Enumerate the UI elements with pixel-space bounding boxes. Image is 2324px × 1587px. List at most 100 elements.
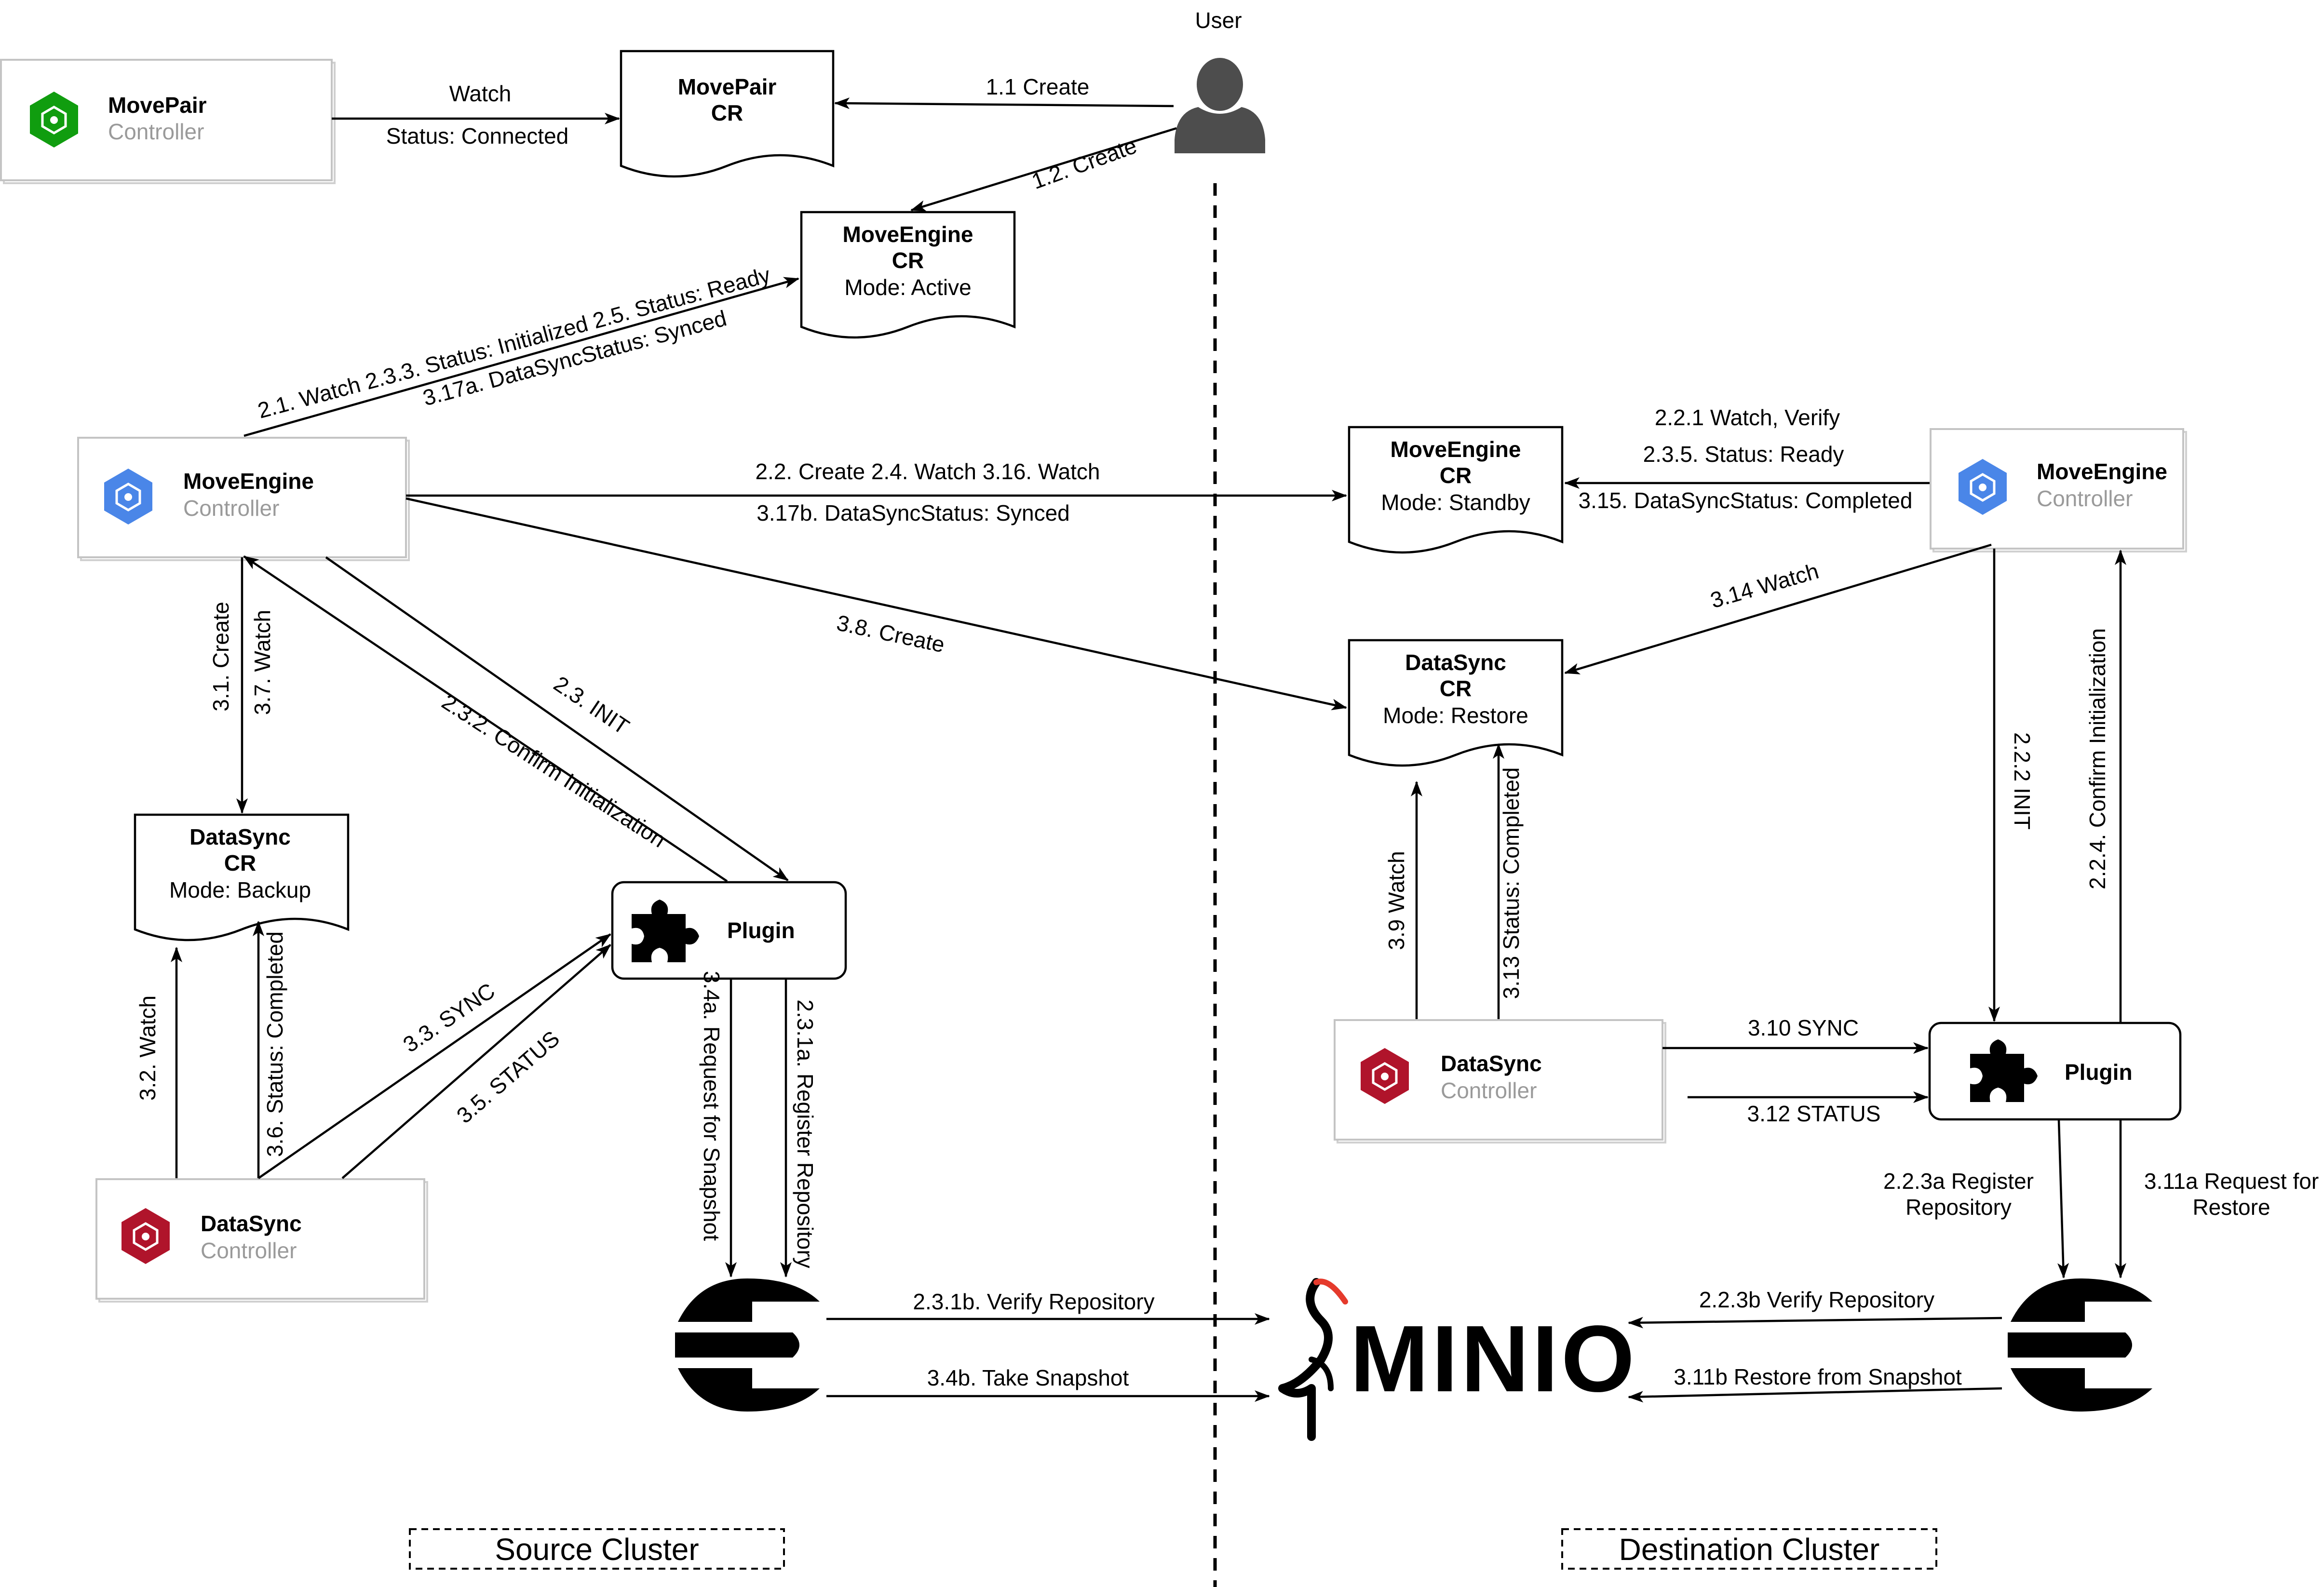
label-dst-sync-completed: 3.15. DataSyncStatus: Completed <box>1579 488 1913 513</box>
datasync-controller-destination-icon <box>1361 1048 1409 1104</box>
movepair-controller[interactable]: MovePair Controller <box>0 59 336 184</box>
label-watch-3-2: 3.2. Watch <box>135 995 160 1101</box>
label-init-2-3: 2.3. INIT <box>549 671 634 740</box>
label-moveengine-create-top: 2.2. Create 2.4. Watch 3.16. Watch <box>755 459 1100 484</box>
puzzle-piece-icon <box>632 900 699 962</box>
edge-create-datasync-restore <box>405 497 1347 711</box>
moveengine-controller-destination-name: MoveEngine <box>2037 459 2167 484</box>
edge-verify-repository-dst <box>1628 1317 2002 1329</box>
datasync-controller-source-sub: Controller <box>201 1238 297 1263</box>
destination-cluster-label: Destination Cluster <box>1619 1532 1880 1567</box>
movepair-cr[interactable]: MovePair CR <box>620 50 835 178</box>
edge-status-source <box>341 944 611 1179</box>
label-register-repository-dst-a: 2.2.3a Register <box>1883 1169 2034 1194</box>
edge-sync-source <box>257 933 611 1179</box>
edge-init <box>325 556 789 881</box>
movepair-cr-line1: MovePair <box>678 74 777 99</box>
label-init-2-2-2: 2.2.2 INIT <box>2010 732 2035 830</box>
datasync-cr-restore[interactable]: DataSync CR Mode: Restore <box>1348 639 1564 767</box>
minio-logo: MINIO <box>1278 1278 1637 1441</box>
moveengine-cr-standby-mode: Mode: Standby <box>1381 490 1530 515</box>
label-create-3-8: 3.8. Create <box>835 610 947 657</box>
user-icon <box>1175 58 1265 153</box>
moveengine-cr-standby-line2: CR <box>1440 463 1472 488</box>
label-dst-watch-verify: 2.2.1 Watch, Verify <box>1655 405 1840 430</box>
label-watch-3-14: 3.14 Watch <box>1707 558 1821 613</box>
datasync-cr-backup[interactable]: DataSync CR Mode: Backup <box>134 813 350 941</box>
edge-confirm-initialization <box>243 555 728 882</box>
moveengine-controller-destination[interactable]: MoveEngine Controller <box>1930 428 2187 552</box>
edge-user-create-moveengine <box>910 127 1177 212</box>
label-register-repository: 2.3.1a. Register Repository <box>793 999 818 1268</box>
moveengine-controller-source-icon <box>104 469 152 525</box>
storage-source-icon <box>675 1278 820 1412</box>
label-status-3-5: 3.5. STATUS <box>452 1026 564 1129</box>
movepair-controller-name: MovePair <box>108 93 207 118</box>
datasync-controller-source-icon <box>122 1208 170 1264</box>
datasync-cr-restore-line1: DataSync <box>1405 650 1506 675</box>
label-create-3-1: 3.1. Create <box>208 602 233 712</box>
edge-user-create-movepair <box>834 97 1174 109</box>
movepair-cr-line2: CR <box>711 100 743 125</box>
label-watch-3-9: 3.9 Watch <box>1384 851 1409 950</box>
minio-wordmark: MINIO <box>1350 1306 1637 1412</box>
moveengine-controller-destination-icon <box>1959 459 2007 515</box>
plugin-source[interactable]: Plugin <box>611 881 847 980</box>
plugin-destination[interactable]: Plugin <box>1928 1022 2182 1121</box>
datasync-cr-restore-mode: Mode: Restore <box>1383 703 1528 728</box>
moveengine-controller-source-name: MoveEngine <box>183 469 314 494</box>
user-label: User <box>1195 8 1242 33</box>
label-create-1-2: 1.2. Create <box>1028 133 1140 194</box>
label-status-connected: Status: Connected <box>386 123 568 148</box>
datasync-cr-backup-mode: Mode: Backup <box>169 877 311 902</box>
label-verify-repository-dst: 2.2.3b Verify Repository <box>1699 1287 1934 1312</box>
datasync-controller-destination[interactable]: DataSync Controller <box>1334 1019 1666 1143</box>
minio-bird-icon <box>1278 1278 1348 1441</box>
storage-destination-icon <box>2008 1278 2152 1412</box>
moveengine-controller-source-sub: Controller <box>183 496 279 521</box>
label-moveengine-create-bottom: 3.17b. DataSyncStatus: Synced <box>757 500 1070 525</box>
moveengine-controller-source[interactable]: MoveEngine Controller <box>77 437 410 561</box>
edge-restore-snapshot <box>1628 1387 2002 1403</box>
label-moveengine-watch-a: 2.1. Watch 2.3.3. Status: Initialized 2.… <box>255 262 773 423</box>
edge-watch-3-14 <box>1564 543 1992 674</box>
label-confirm-init-2-2-4: 2.2.4. Confirm Initialization <box>2085 628 2110 889</box>
label-take-snapshot: 3.4b. Take Snapshot <box>927 1365 1129 1390</box>
moveengine-cr-active-line2: CR <box>892 248 924 273</box>
label-sync-3-10: 3.10 SYNC <box>1748 1015 1859 1040</box>
plugin-destination-label: Plugin <box>2065 1060 2133 1085</box>
label-request-restore-a: 3.11a Request for <box>2144 1169 2319 1194</box>
label-restore-snapshot: 3.11b Restore from Snapshot <box>1674 1364 1962 1389</box>
label-register-repository-dst-b: Repository <box>1905 1195 2012 1220</box>
label-status-3-12: 3.12 STATUS <box>1747 1101 1881 1126</box>
datasync-cr-backup-line1: DataSync <box>189 824 291 849</box>
datasync-cr-restore-line2: CR <box>1440 676 1472 701</box>
datasync-controller-source-name: DataSync <box>201 1211 302 1236</box>
moveengine-cr-standby[interactable]: MoveEngine CR Mode: Standby <box>1348 426 1564 554</box>
label-watch: Watch <box>449 81 512 106</box>
label-request-snapshot: 3.4a. Request for Snapshot <box>699 971 724 1241</box>
label-create-1-1: 1.1 Create <box>986 74 1090 99</box>
destination-cluster-label-box: Destination Cluster <box>1561 1528 1937 1570</box>
movepair-controller-sub: Controller <box>108 119 204 144</box>
label-watch-3-7: 3.7. Watch <box>250 610 275 715</box>
user: User <box>1175 8 1265 153</box>
label-confirm-initialization: 2.3.2. Confirm Initialization <box>437 689 670 852</box>
label-status-completed-3-6: 3.6. Status: Completed <box>262 931 287 1157</box>
label-status-completed-3-13: 3.13 Status: Completed <box>1499 767 1524 999</box>
label-dst-status-ready: 2.3.5. Status: Ready <box>1643 442 1844 467</box>
edge-moveengine-watch-active <box>243 277 799 437</box>
datasync-cr-backup-line2: CR <box>224 850 256 875</box>
moveengine-cr-active-line1: MoveEngine <box>843 222 973 247</box>
datasync-controller-source[interactable]: DataSync Controller <box>95 1178 428 1303</box>
moveengine-cr-active[interactable]: MoveEngine CR Mode: Active <box>800 211 1016 339</box>
label-request-restore-b: Restore <box>2192 1195 2270 1220</box>
plugin-source-label: Plugin <box>727 918 795 943</box>
movepair-controller-icon <box>30 92 78 148</box>
moveengine-cr-standby-line1: MoveEngine <box>1391 437 1521 462</box>
label-verify-repository-source: 2.3.1b. Verify Repository <box>913 1289 1154 1314</box>
moveengine-controller-destination-sub: Controller <box>2037 486 2133 511</box>
moveengine-cr-active-mode: Mode: Active <box>844 275 971 300</box>
puzzle-piece-icon <box>1970 1039 2038 1102</box>
